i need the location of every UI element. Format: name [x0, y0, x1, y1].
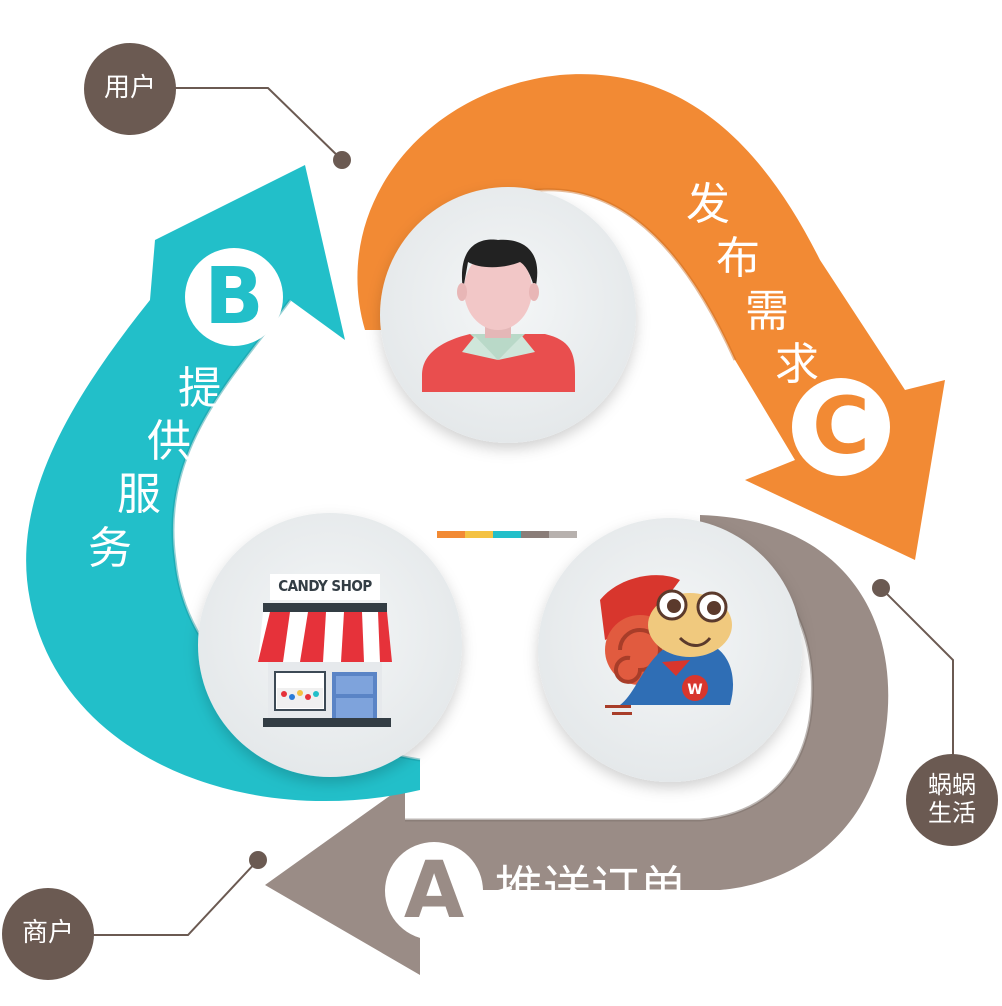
snail-life-label-line2: 生活 [928, 799, 976, 827]
snail-life-label-line1: 蜗蜗 [928, 771, 976, 800]
connector-merchant [88, 851, 267, 936]
snail-life-node: 蜗蜗 生活 [906, 754, 998, 846]
teal-letter: B [204, 252, 264, 342]
merchant-label: 商户 [21, 918, 74, 949]
storefront-icon [258, 574, 392, 727]
teal-letter-badge: B [185, 248, 283, 346]
color-bar-segment [493, 531, 521, 538]
snail-mascot-icon: W [600, 575, 734, 715]
color-bar-segment [521, 531, 549, 538]
merchant-node: 商户 [2, 888, 94, 980]
orange-letter-badge: C [792, 378, 890, 476]
gray-letter: A [403, 846, 465, 936]
connector-user [175, 87, 351, 169]
user-node: 用户 [84, 43, 176, 135]
user-label: 用户 [103, 73, 156, 104]
gray-letter-badge: A [385, 842, 483, 940]
person-avatar-icon [422, 239, 575, 392]
snail-badge-letter: W [687, 682, 702, 698]
orange-letter: C [812, 382, 870, 472]
color-bar-segment [437, 531, 465, 538]
shop-sign-text: CANDY SHOP [278, 577, 372, 596]
center-color-bar [437, 531, 577, 538]
awning [258, 612, 392, 662]
connector-snail [872, 579, 954, 768]
color-bar-segment [549, 531, 577, 538]
gray-arrow-text: 推送订单 [495, 861, 688, 918]
color-bar-segment [465, 531, 493, 538]
